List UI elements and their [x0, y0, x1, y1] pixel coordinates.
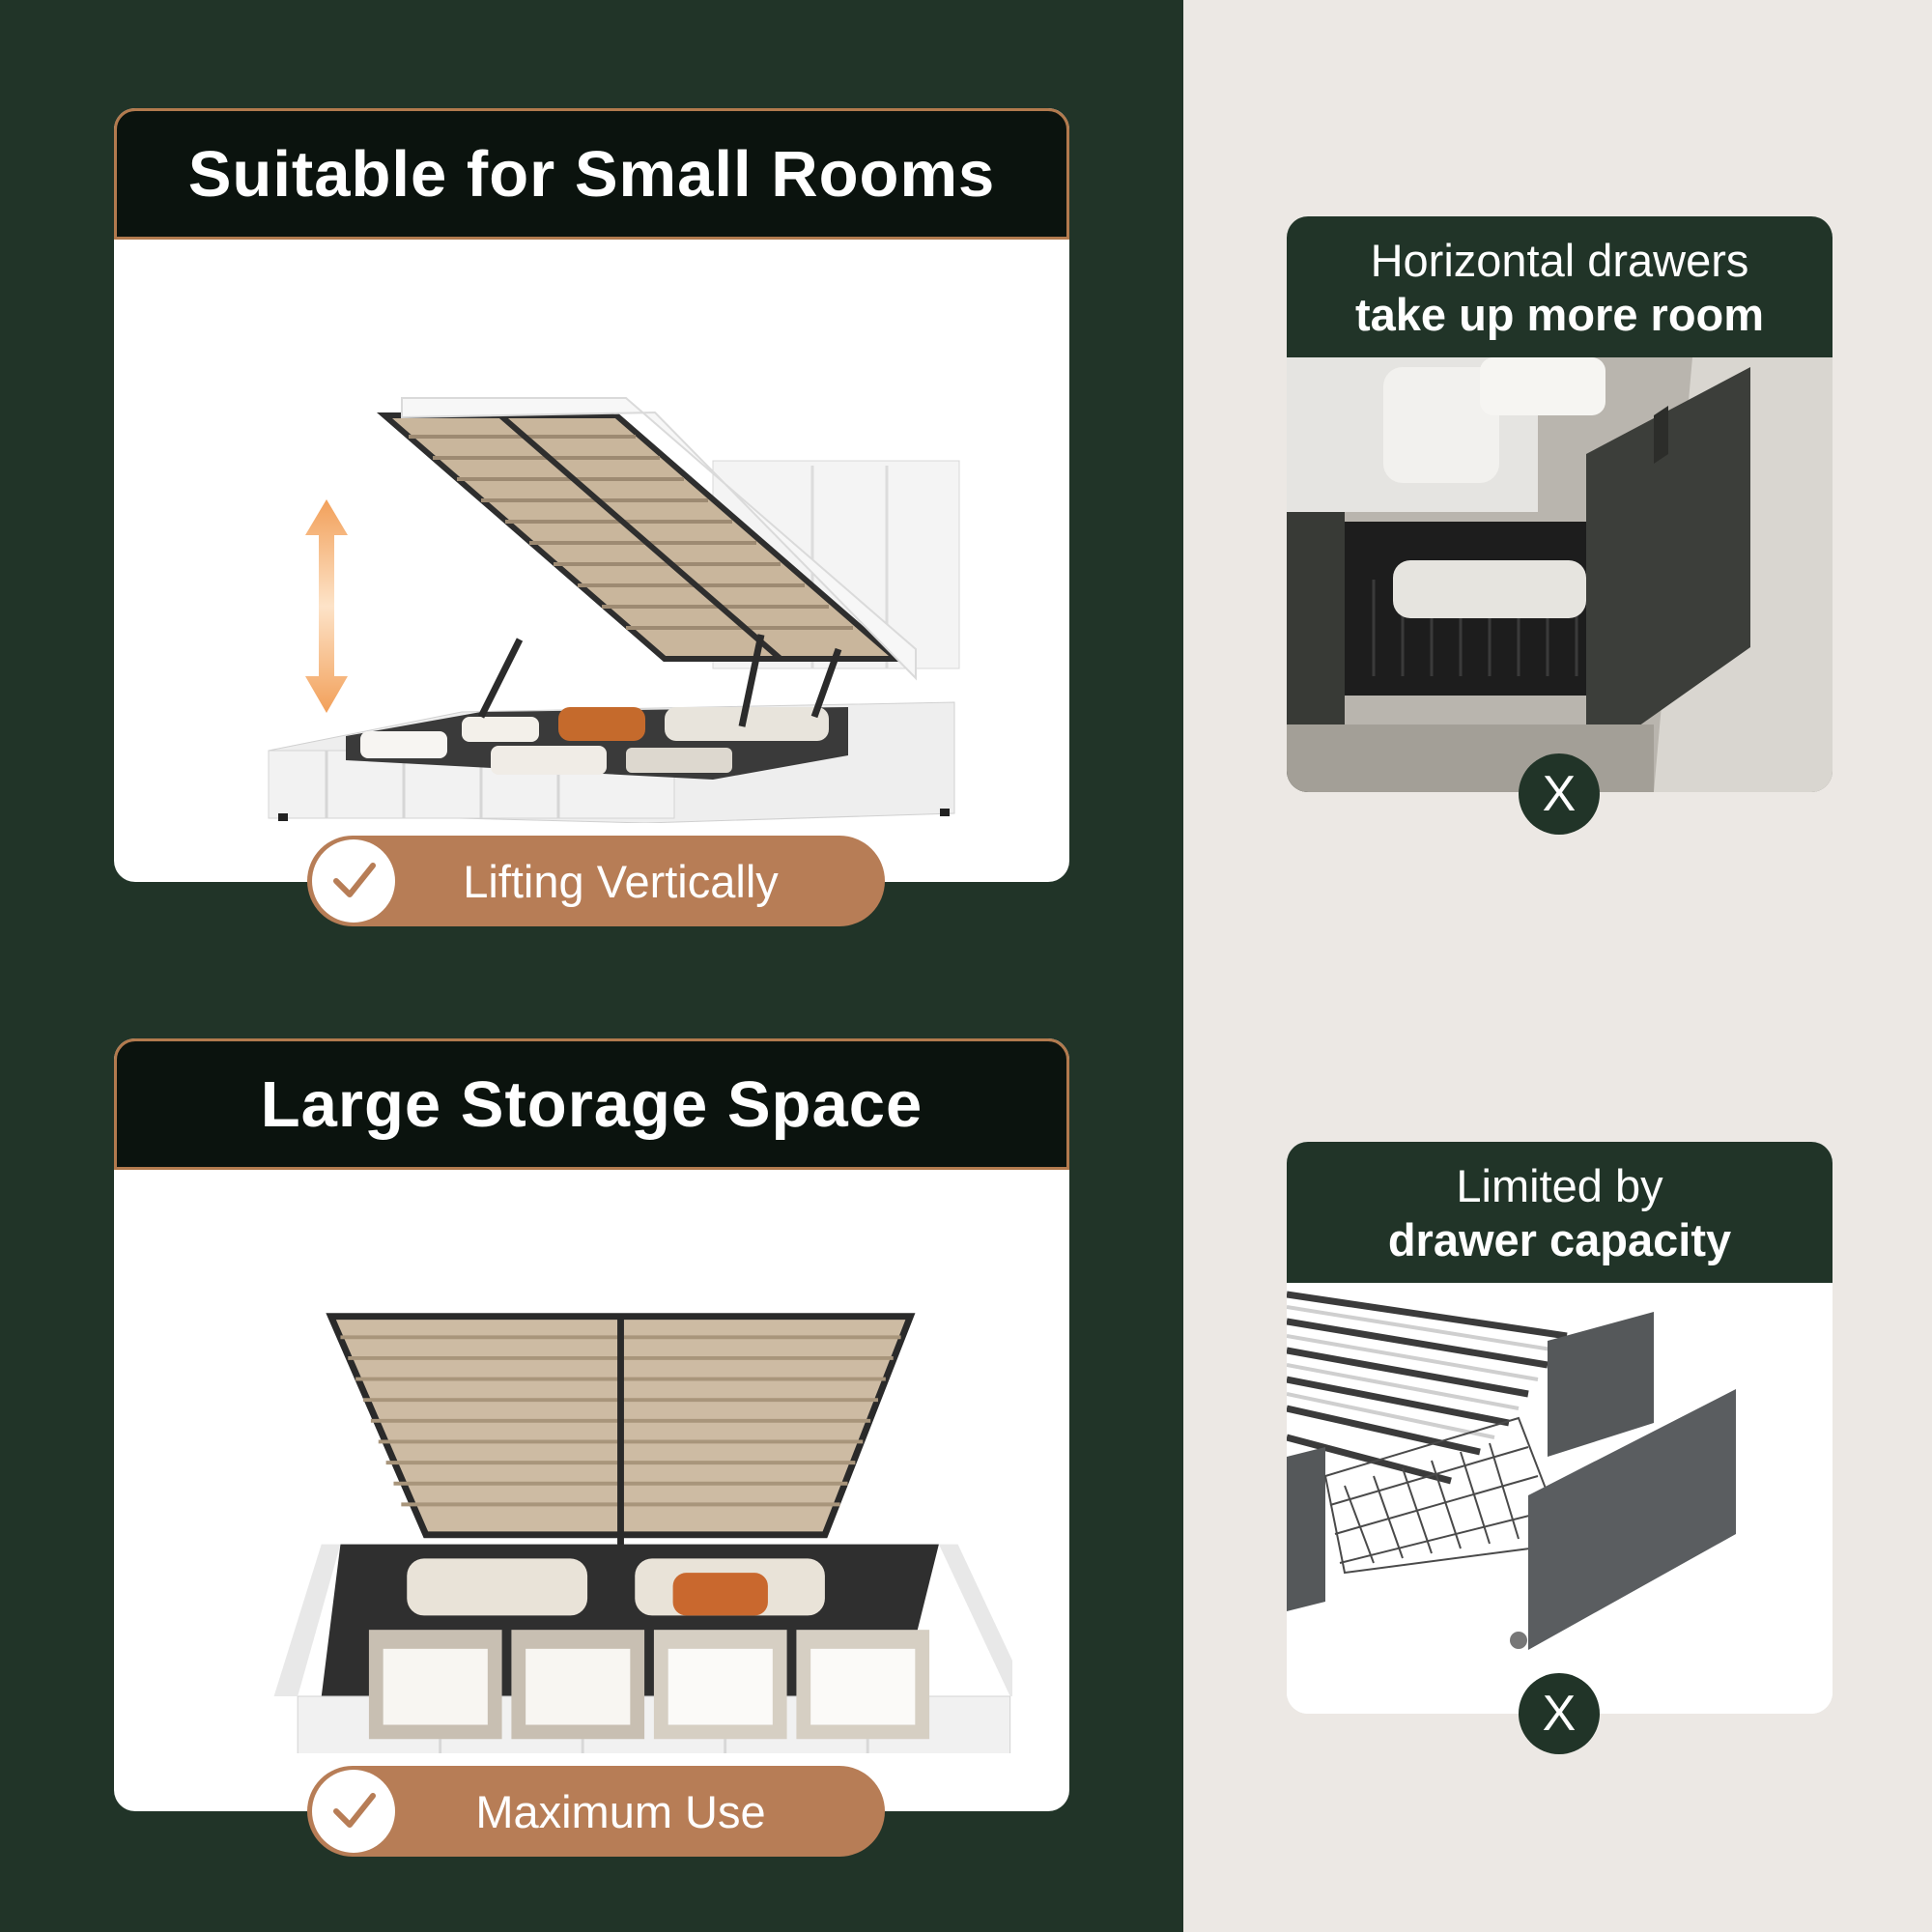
maximum-use-label: Maximum Use	[475, 1785, 766, 1837]
horizontal-drawers-card: Horizontal drawers take up more room	[1287, 216, 1833, 835]
up-down-arrow-icon	[305, 499, 348, 713]
drawer-capacity-card: Limited by drawer capacity	[1287, 1142, 1833, 1714]
horizontal-drawers-line1: Horizontal drawers	[1370, 235, 1749, 286]
check-icon	[312, 839, 395, 923]
x-icon: X	[1519, 1673, 1600, 1754]
x-icon: X	[1519, 753, 1600, 835]
storage-space-title: Large Storage Space	[260, 1067, 923, 1141]
small-rooms-title: Suitable for Small Rooms	[187, 137, 996, 211]
horizontal-drawers-header: Horizontal drawers take up more room	[1287, 216, 1833, 357]
storage-bed-illustration	[273, 1313, 1012, 1753]
small-rooms-panel: Suitable for Small Rooms	[114, 108, 1069, 926]
drawer-capacity-mark: X	[1542, 1686, 1577, 1742]
check-icon	[312, 1770, 395, 1853]
storage-space-panel: Large Storage Space	[114, 1038, 1069, 1857]
maximum-use-badge: Maximum Use	[307, 1766, 885, 1857]
horizontal-drawers-line2: take up more room	[1354, 289, 1765, 340]
drawer-capacity-line2: drawer capacity	[1387, 1214, 1732, 1265]
drawer-capacity-line1: Limited by	[1456, 1160, 1663, 1211]
small-rooms-title-bar: Suitable for Small Rooms	[114, 108, 1069, 240]
horizontal-drawers-mark: X	[1542, 766, 1577, 822]
drawer-bed-photo	[1287, 357, 1833, 792]
drawer-basket-photo	[1287, 1283, 1833, 1714]
lifting-vertically-label: Lifting Vertically	[463, 855, 779, 907]
storage-space-title-bar: Large Storage Space	[114, 1038, 1069, 1170]
drawer-capacity-header: Limited by drawer capacity	[1287, 1142, 1833, 1283]
lifting-vertically-badge: Lifting Vertically	[307, 836, 885, 926]
lift-bed-illustration	[268, 397, 960, 823]
